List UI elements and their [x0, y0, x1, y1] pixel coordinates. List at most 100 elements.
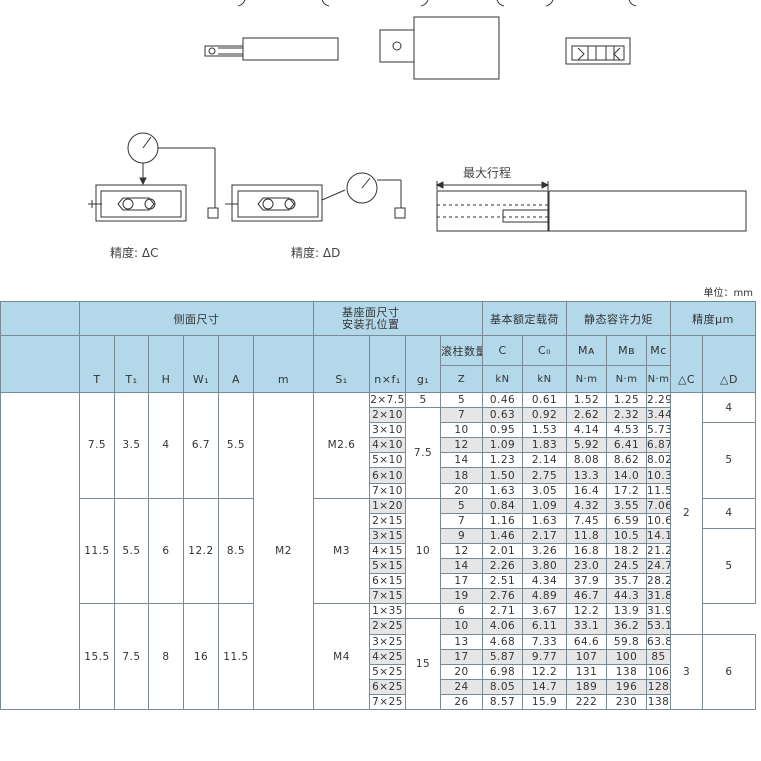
dC-value: 2 — [670, 392, 704, 635]
spec-table-body: 7.5 3.5 4 6.7 5.5 M2 M2.6 2×7.5 5 5 0.46… — [0, 391, 756, 710]
cell-C0: 4.89 — [522, 588, 568, 605]
cell-C0: 9.77 — [522, 648, 568, 665]
cell-nf: 5×10 — [369, 452, 407, 469]
cell-MB: 59.8 — [606, 633, 648, 650]
cell-MC: 53.1 — [646, 618, 672, 635]
cell-C: 1.63 — [482, 482, 524, 499]
cell-Z: 24 — [440, 678, 484, 695]
cell-C0: 2.14 — [522, 452, 568, 469]
dD-value: 5 — [702, 422, 756, 499]
col-MA-unit: N·m — [566, 365, 608, 393]
col-C0-unit: kN — [522, 365, 568, 393]
cell-Z: 26 — [440, 693, 484, 710]
cell-C0: 14.7 — [522, 678, 568, 695]
cell-C: 5.87 — [482, 648, 524, 665]
cell-MA: 16.4 — [566, 482, 608, 499]
cell-C0: 2.17 — [522, 527, 568, 544]
cell-C: 2.26 — [482, 558, 524, 575]
cell-nf: 7×25 — [369, 693, 407, 710]
cell-MC: 2.29 — [646, 391, 672, 409]
slide-cross-section — [565, 37, 631, 65]
cell-MB: 2.32 — [606, 407, 648, 424]
cell-nf: 2×15 — [369, 512, 407, 529]
group-A: 5.5 — [218, 392, 254, 499]
mc-subheader: Mᴄ — [646, 335, 672, 366]
cell-C: 6.98 — [482, 663, 524, 680]
cell-Z: 10 — [440, 618, 484, 635]
cell-C0: 6.11 — [522, 618, 568, 635]
cell-MC: 63.8 — [646, 633, 672, 650]
cell-C: 0.63 — [482, 407, 524, 424]
cell-MC: 24.7 — [646, 558, 672, 575]
cell-C: 2.76 — [482, 588, 524, 605]
cell-MA: 8.08 — [566, 452, 608, 469]
cell-Z: 12 — [440, 542, 484, 560]
technical-drawings — [88, 0, 747, 232]
cell-MB: 44.3 — [606, 588, 648, 605]
cell-nf: 3×25 — [369, 633, 407, 650]
cell-MC: 5.73 — [646, 422, 672, 439]
table-row: 3×10 10 0.95 1.53 4.14 4.53 5.73 5 — [1, 422, 756, 499]
cell-MB: 196 — [606, 678, 648, 695]
cell-C: 2.71 — [482, 603, 524, 620]
cell-MC: 28.2 — [646, 573, 672, 590]
cell-MB: 1.25 — [606, 391, 648, 409]
cell-MC: 8.02 — [646, 452, 672, 469]
cell-nf: 7×10 — [369, 482, 407, 499]
cell-C0: 0.61 — [522, 391, 568, 409]
cell-C0: 1.53 — [522, 422, 568, 439]
cell-Z: 17 — [440, 573, 484, 590]
cell-C: 1.50 — [482, 467, 524, 484]
cell-MA: 33.1 — [566, 618, 608, 635]
cell-MC: 21.2 — [646, 542, 672, 560]
corner-cell — [0, 301, 80, 336]
blank-column — [0, 392, 80, 710]
table-row: 5×10 14 1.23 2.14 8.08 8.62 8.02 — [1, 452, 756, 469]
group-T1: 3.5 — [114, 392, 149, 499]
cell-MA: 2.62 — [566, 407, 608, 424]
cell-C: 1.16 — [482, 512, 524, 529]
cell-nf: 4×10 — [369, 437, 407, 454]
cell-MC: 6.87 — [646, 437, 672, 454]
g1-empty-cell — [405, 603, 442, 620]
table-row: 6×15 17 2.51 4.34 37.9 35.7 28.2 — [1, 573, 756, 590]
col-C-unit: kN — [482, 365, 524, 393]
cell-MB: 36.2 — [606, 618, 648, 635]
col-MC-unit: N·m — [646, 365, 672, 393]
cell-MC: 14.1 — [646, 527, 672, 544]
cell-Z: 20 — [440, 663, 484, 680]
table-row: 7×15 19 2.76 4.89 46.7 44.3 31.8 — [1, 588, 756, 605]
cell-nf: 4×25 — [369, 648, 407, 665]
cell-C0: 1.83 — [522, 437, 568, 454]
table-row: 15.5 7.5 8 16 11.5 M4 1×35 6 2.71 3.67 1… — [1, 603, 756, 710]
cell-nf: 3×15 — [369, 527, 407, 544]
group-W1: 12.2 — [183, 497, 219, 605]
cell-MB: 138 — [606, 663, 648, 680]
cell-MC: 106 — [646, 663, 672, 680]
table-row: 3×25 13 4.68 7.33 64.6 59.8 63.8 3 6 — [1, 633, 756, 710]
col-nf: n×f₁ — [369, 335, 407, 393]
cell-Z: 20 — [440, 482, 484, 499]
group-A: 11.5 — [218, 603, 254, 710]
cell-MB: 24.5 — [606, 558, 648, 575]
group-S1: M2.6 — [313, 392, 371, 499]
cell-MB: 8.62 — [606, 452, 648, 469]
cell-MA: 46.7 — [566, 588, 608, 605]
cell-MA: 12.2 — [566, 603, 608, 620]
cell-Z: 9 — [440, 527, 484, 544]
cell-C: 0.84 — [482, 497, 524, 514]
cell-MB: 13.9 — [606, 603, 648, 620]
table-row: 6×10 18 1.50 2.75 13.3 14.0 10.3 — [1, 467, 756, 484]
cell-C: 1.23 — [482, 452, 524, 469]
table-row: 2×25 15 10 4.06 6.11 33.1 36.2 53.1 — [1, 618, 756, 710]
cell-MC: 7.06 — [646, 497, 672, 514]
load-header: 基本额定载荷 — [482, 301, 568, 336]
dD-value: 4 — [702, 391, 756, 424]
cell-MA: 4.32 — [566, 497, 608, 514]
group-T: 7.5 — [79, 392, 115, 499]
cell-C0: 0.92 — [522, 407, 568, 424]
dD-value: 6 — [702, 633, 756, 710]
cell-Z: 7 — [440, 407, 484, 424]
cell-MA: 1.52 — [566, 391, 608, 409]
table-row: 11.5 5.5 6 12.2 8.5 M3 1×20 10 5 0.84 1.… — [1, 497, 756, 605]
